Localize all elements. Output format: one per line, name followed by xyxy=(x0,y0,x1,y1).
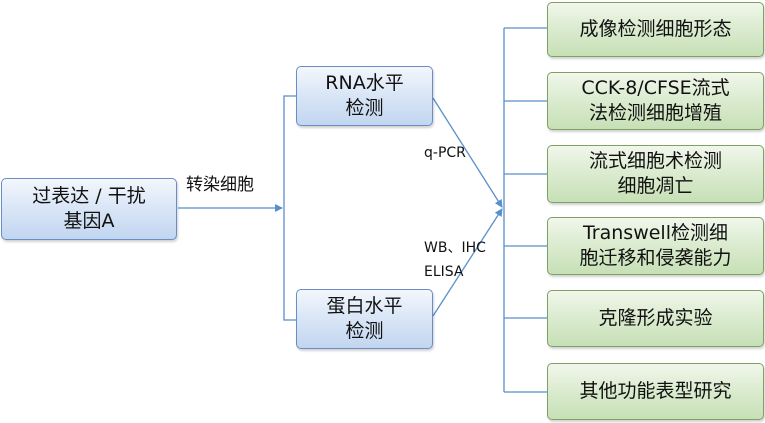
connector-protein-to-results xyxy=(432,208,503,317)
result-node-other-phenotypes: 其他功能表型研究 xyxy=(547,363,764,420)
node-protein-detection: 蛋白水平 检测 xyxy=(296,289,433,349)
result-node-migration-invasion: Transwell检测细 胞迁移和侵袭能力 xyxy=(547,217,764,275)
result-node-cell-morphology: 成像检测细胞形态 xyxy=(547,2,764,57)
node-rna-detection: RNA水平 检测 xyxy=(296,66,433,126)
result-node-cell-proliferation: CCK-8/CFSE流式 法检测细胞增殖 xyxy=(547,72,764,130)
label-qpcr: q-PCR xyxy=(424,145,466,161)
label-transfection: 转染细胞 xyxy=(186,175,254,195)
label-wb-ihc-elisa: WB、IHC ELISA xyxy=(424,240,486,280)
result-node-apoptosis: 流式细胞术检测 细胞凋亡 xyxy=(547,145,764,203)
result-node-colony-formation: 克隆形成实验 xyxy=(547,290,764,347)
bracket-middle xyxy=(283,95,296,321)
source-node-gene-a: 过表达 / 干扰 基因A xyxy=(1,178,177,240)
connector-rna-to-results xyxy=(432,97,503,208)
